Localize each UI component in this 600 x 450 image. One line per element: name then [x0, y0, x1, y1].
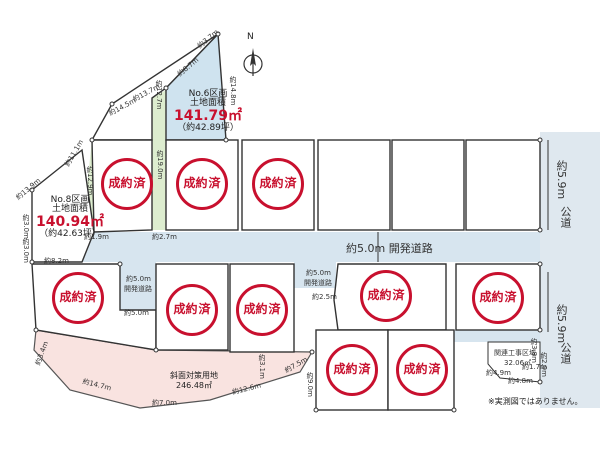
dimension-label: 約14.8m: [229, 76, 237, 106]
green-strip: [152, 90, 166, 230]
dimension-label: 約19.0m: [156, 150, 164, 180]
dimension-label: 約4.9m: [486, 369, 511, 377]
sold-stamp: 成約済: [52, 272, 104, 324]
dimension-label: 約3.8m: [530, 338, 538, 363]
dimension-label: 約1.7m: [522, 363, 547, 371]
related-area-label: 関連工事区域: [494, 349, 536, 357]
public-road-lower-width: 約5.9m: [555, 304, 568, 344]
development-road-branch: [294, 262, 336, 288]
development-road: [32, 232, 540, 262]
sold-stamp: 成約済: [166, 284, 218, 336]
sold-stamp: 成約済: [101, 158, 153, 210]
sold-stamp: 成約済: [326, 344, 378, 396]
sold-stamp: 成約済: [176, 158, 228, 210]
sold-stamp: 成約済: [396, 344, 448, 396]
sold-stamp: 成約済: [360, 270, 412, 322]
development-road-branch: [120, 262, 156, 310]
dimension-label: 約2.9m: [540, 352, 548, 377]
dimension-label: 約2.5m: [312, 293, 337, 301]
dimension-label: 約4.8m: [508, 377, 533, 385]
lot-upper-4[interactable]: [391, 139, 465, 231]
sold-stamp: 成約済: [252, 158, 304, 210]
lot-upper-3[interactable]: [317, 139, 391, 231]
sold-stamp: 成約済: [472, 272, 524, 324]
dev-road-label: 約5.0m 開発道路: [346, 242, 433, 255]
dimension-label: 約3.1m: [258, 354, 266, 379]
dimension-label: 約2.7m: [152, 233, 177, 241]
lot-6-info: No.6区画 土地面積 141.79㎡ （約42.89坪）: [174, 89, 243, 133]
dev-road-branch-b-width: 約5.0m: [306, 269, 331, 277]
dimension-label: 約7.0m: [152, 399, 177, 407]
public-road-lower-label: 公道: [559, 342, 572, 364]
slope-area-label: 斜面対策用地: [170, 371, 218, 380]
lot-8[interactable]: [31, 148, 95, 263]
dimension-label: 約1.9m: [84, 233, 109, 241]
north-label: N: [247, 32, 254, 42]
dimension-label: 約9.0m: [306, 372, 314, 397]
disclaimer-note: ※実測図ではありません。: [488, 397, 583, 406]
development-road-lower: [450, 330, 540, 342]
related-works-area: [487, 341, 541, 383]
dimension-label: 約3.0m: [22, 238, 30, 263]
dev-road-branch-b-label: 開発道路: [304, 279, 332, 287]
slope-area-size: 246.48㎡: [176, 381, 212, 390]
public-road-upper-width: 約5.9m: [555, 160, 568, 200]
dimension-label: 約12.9m: [86, 166, 94, 196]
dimension-label: 約3.0m: [22, 214, 30, 239]
related-area-size: 32.06㎡: [504, 359, 532, 367]
lot-upper-5[interactable]: [465, 139, 541, 231]
dimension-label: 約8.2m: [44, 257, 69, 265]
north-arrow-icon: [243, 48, 263, 76]
public-road-upper-label: 公道: [559, 206, 572, 228]
lot-8-info: No.8区画 土地面積 140.94㎡ （約42.63坪）: [36, 195, 105, 239]
public-road: [540, 132, 600, 408]
sold-stamp: 成約済: [236, 284, 288, 336]
dimension-label: 約5.0m: [124, 309, 149, 317]
dev-road-branch-a-width: 約5.0m: [126, 275, 151, 283]
dimension-label: 約12.7m: [155, 80, 163, 110]
dev-road-branch-a-label: 開発道路: [124, 285, 152, 293]
